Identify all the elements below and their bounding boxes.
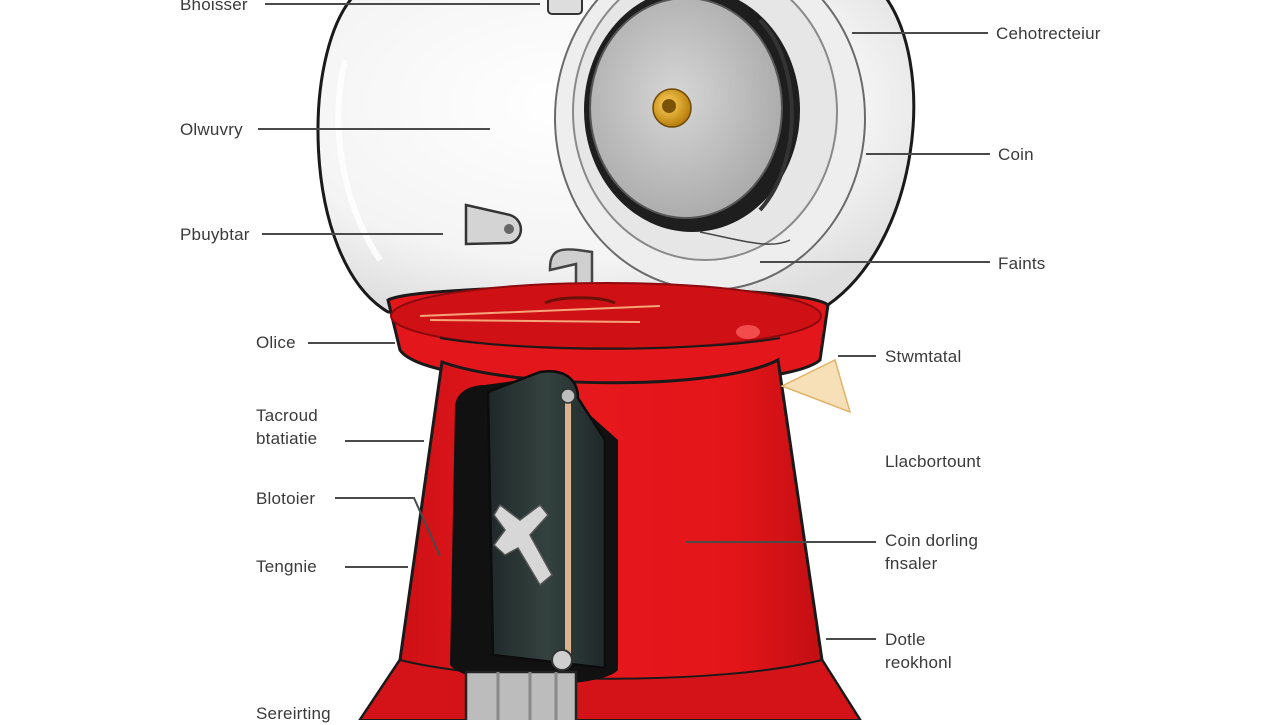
label-right-6-line1: Coin dorling (885, 531, 979, 550)
label-left-6: Tengnie (256, 557, 317, 576)
label-right-4: Stwmtatal (885, 347, 962, 366)
label-right-2: Coin (998, 145, 1034, 164)
label-right-3: Faints (998, 254, 1046, 273)
label-left-3: Olice (256, 333, 296, 352)
side-flap (780, 358, 852, 414)
label-left-4-line2: btatiatie (256, 429, 318, 448)
lower-post (464, 670, 578, 720)
leader-left-5 (335, 497, 441, 557)
brass-axle-icon (652, 88, 692, 128)
red-collar (386, 282, 830, 387)
label-right-5: Llacbortount (885, 452, 981, 471)
label-right-7-line1: Dotle (885, 630, 926, 649)
label-left-1: Olwuvry (180, 120, 243, 139)
label-right-6-line2: fnsaler (885, 554, 938, 573)
wing-nut-icon (492, 503, 553, 587)
leader-lines (258, 3, 990, 640)
label-top-left: Bhoisser (180, 0, 248, 14)
label-left-5: Blotoier (256, 489, 316, 508)
top-latch-icon (547, 0, 583, 15)
label-right-7-line2: reokhonl (885, 653, 952, 672)
label-left-7: Sereirting (256, 704, 331, 723)
label-left-4-line1: Tacroud (256, 406, 318, 425)
label-left-2: Pbuybtar (180, 225, 250, 244)
coin-chute-panel (450, 369, 618, 685)
label-left-4: Tacroud btatiatie (256, 404, 318, 450)
label-right-7: Dotle reokhonl (885, 628, 952, 674)
coin-mechanism-disc (554, 0, 866, 291)
label-right-1: Cehotrecteiur (996, 24, 1101, 43)
label-right-6: Coin dorling fnsaler (885, 529, 978, 575)
side-knob-icon (464, 203, 523, 246)
